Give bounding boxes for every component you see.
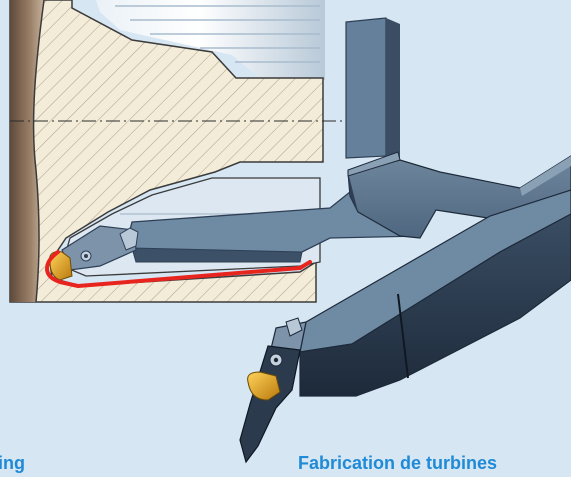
- inner-boring-bar: [49, 183, 421, 281]
- caption-left: ing: [0, 453, 25, 473]
- tool-post: [345, 17, 400, 160]
- cutting-path-line: [45, 250, 312, 288]
- workpiece-section: [9, 0, 345, 303]
- caption-right: Fabrication de turbines: [298, 453, 498, 473]
- external-tool-bar: [239, 189, 571, 464]
- shaft-bore: [96, 0, 325, 80]
